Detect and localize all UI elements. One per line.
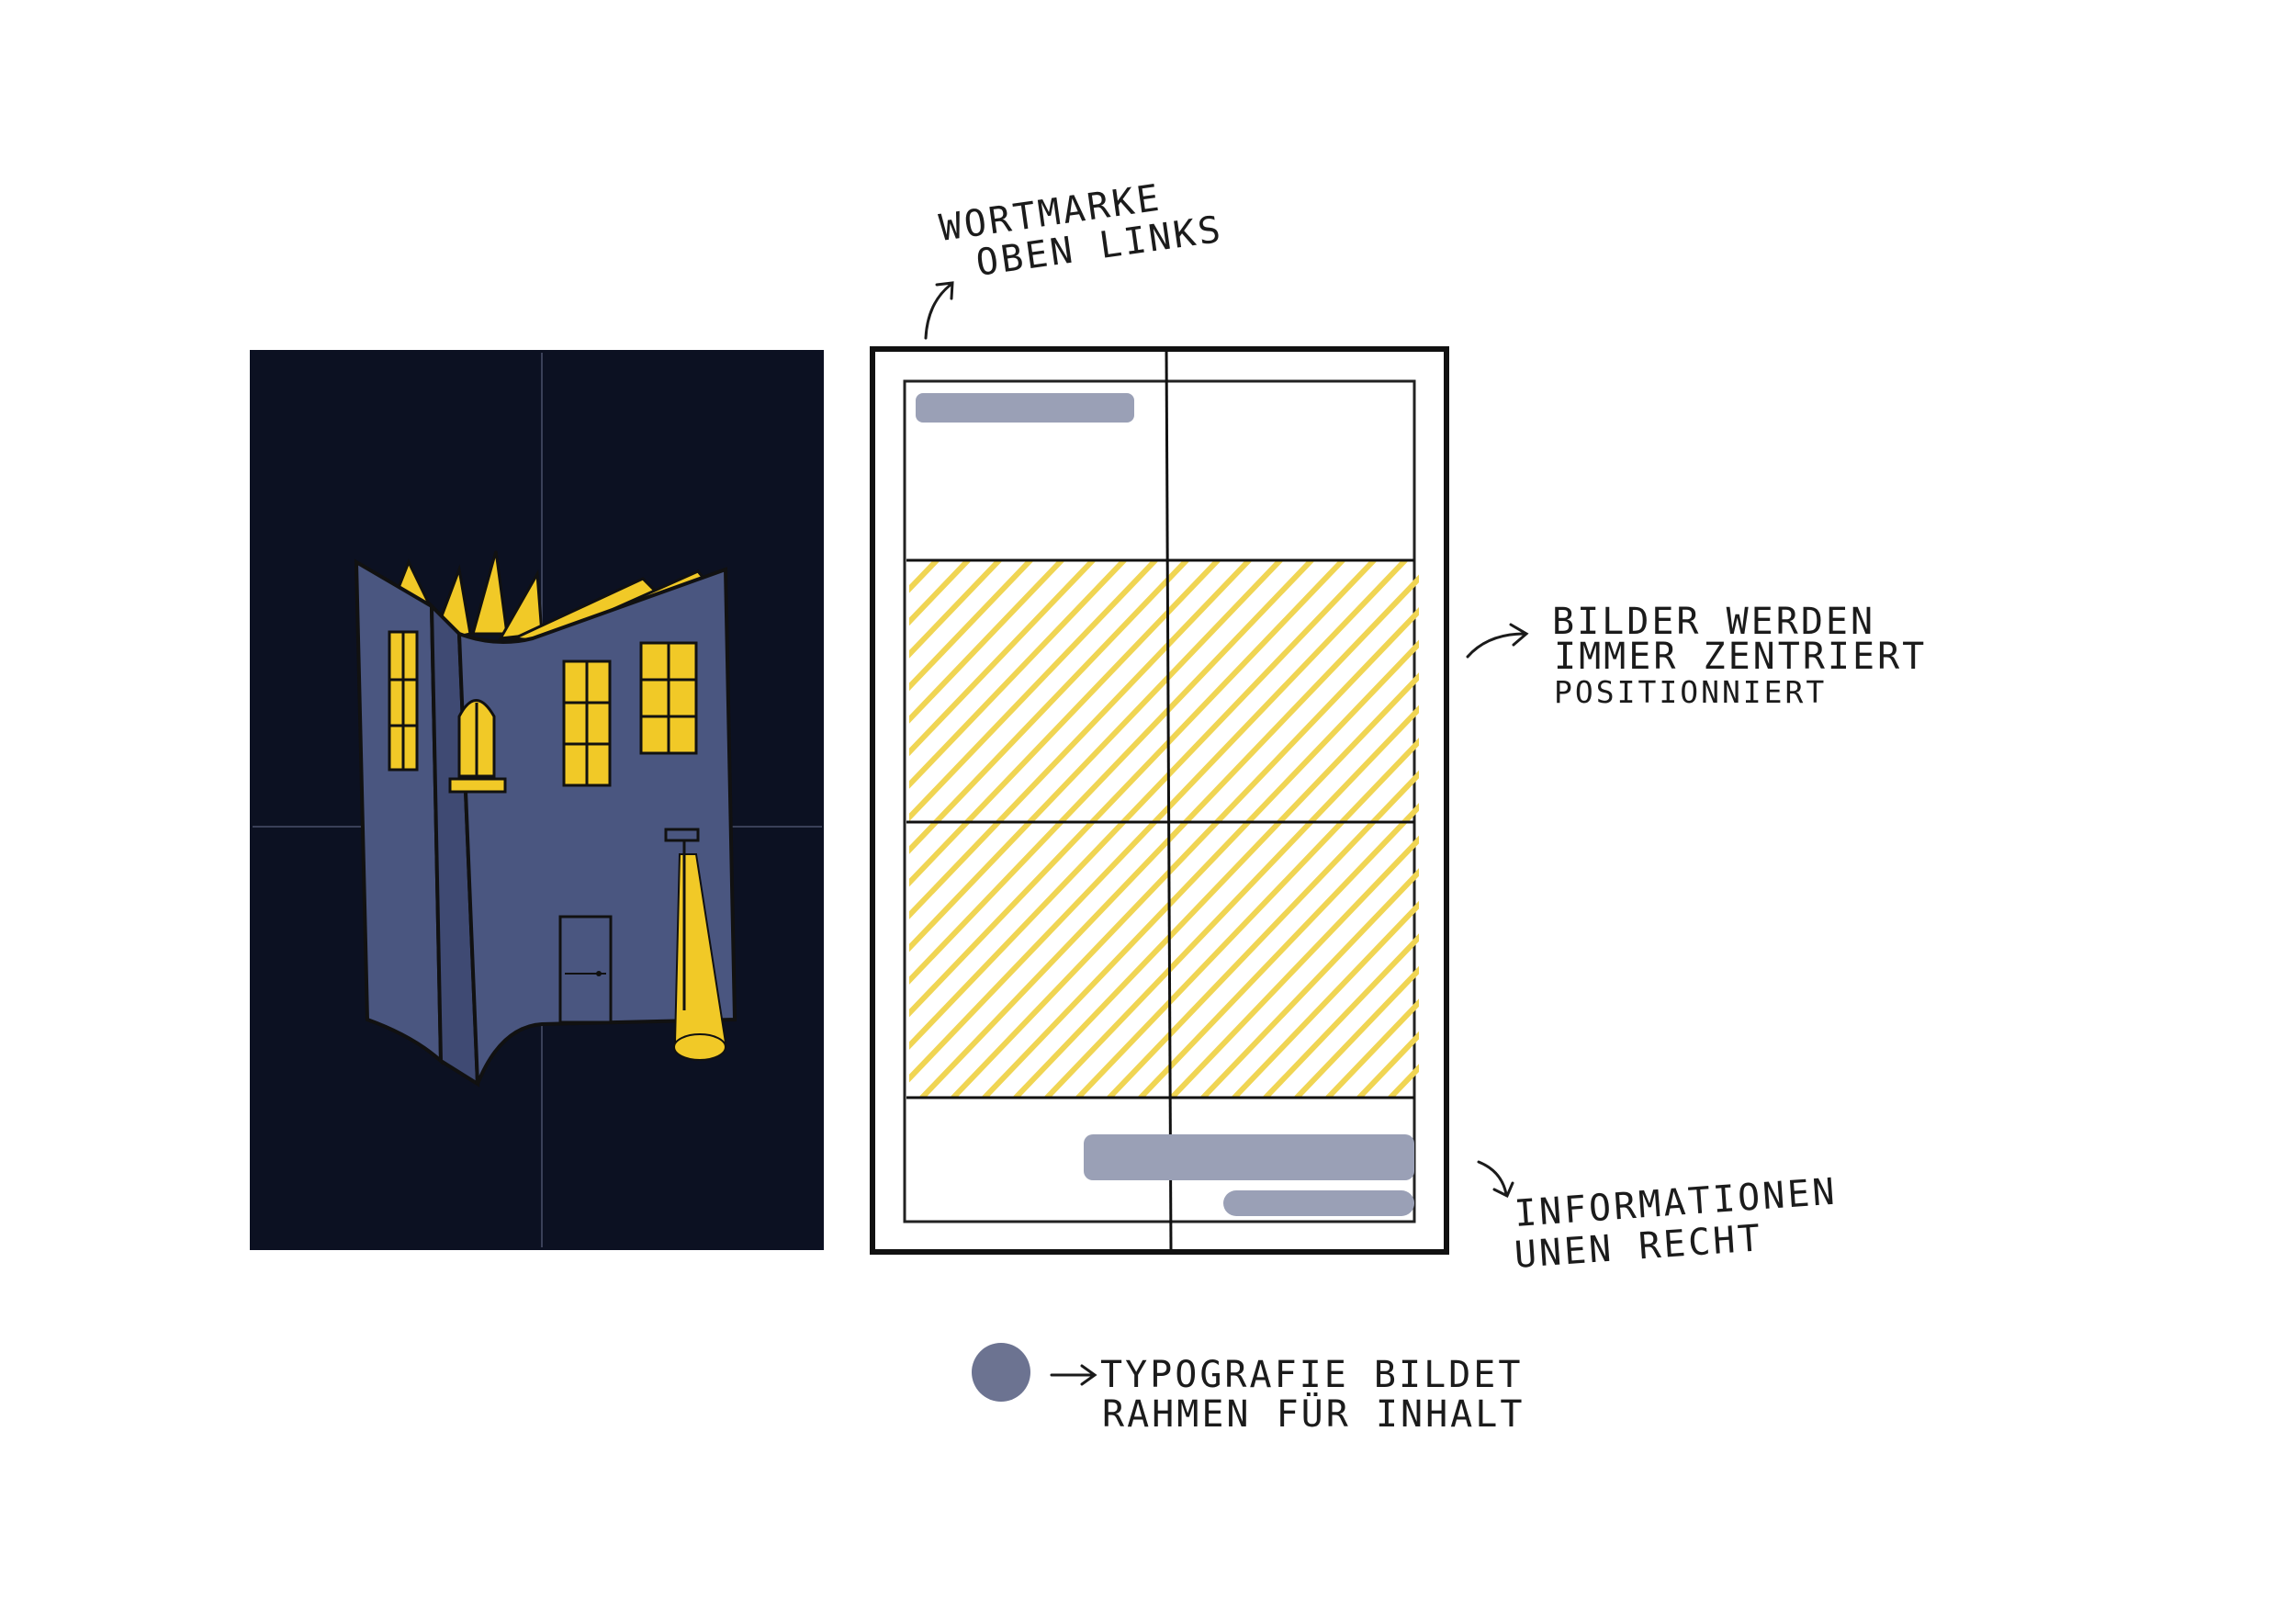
hatch-line bbox=[1013, 672, 1419, 1098]
hatch-line bbox=[909, 560, 1377, 1050]
hatch-line bbox=[909, 560, 1408, 1083]
hatch-line bbox=[1263, 933, 1419, 1098]
legend-dot-icon bbox=[972, 1343, 1030, 1402]
hatch-line bbox=[1044, 704, 1419, 1098]
legend-line2: RAHMEN FÜR INHALT bbox=[1102, 1392, 1525, 1436]
wordmark-placeholder bbox=[916, 393, 1134, 423]
hatch-line bbox=[909, 560, 1002, 659]
hatch-line bbox=[1232, 900, 1419, 1098]
hatch-line bbox=[909, 560, 1189, 854]
hatch-line bbox=[909, 560, 1252, 919]
hatch-line bbox=[909, 560, 1314, 985]
legend: TYPOGRAFIE BILDET RAHMEN FÜR INHALT bbox=[972, 1343, 1525, 1436]
hatch-line bbox=[1294, 965, 1419, 1098]
hatch-line bbox=[919, 574, 1419, 1098]
layout-wireframe bbox=[870, 346, 1449, 1255]
hatch-line bbox=[909, 560, 1221, 887]
hatch-line bbox=[1200, 868, 1419, 1098]
hatch-line bbox=[909, 560, 1064, 724]
wireframe-inner-margin bbox=[903, 379, 1416, 1223]
arrow-images-icon bbox=[1466, 623, 1529, 659]
hatch-line bbox=[1107, 770, 1419, 1098]
annotation-images: BILDER WERDEN IMMER ZENTRIERT POSITIONNI… bbox=[1466, 601, 1927, 710]
hatch-line bbox=[1138, 803, 1419, 1098]
wireframe-outer-frame bbox=[870, 346, 1449, 1255]
hatch-line bbox=[1325, 998, 1419, 1098]
hatch-line bbox=[1075, 738, 1419, 1098]
wireframe-grid-vertical bbox=[1165, 346, 1173, 1252]
poster-illustration bbox=[250, 350, 824, 1250]
book-building-icon bbox=[354, 550, 737, 1088]
annotation-images-line2: IMMER ZENTRIERT bbox=[1554, 636, 1927, 678]
hatch-line bbox=[909, 560, 1158, 822]
arrow-info-icon bbox=[1477, 1160, 1514, 1199]
annotation-images-line1: BILDER WERDEN bbox=[1552, 601, 1875, 643]
hatch-line bbox=[909, 560, 1096, 757]
hatch-line bbox=[909, 560, 1283, 952]
image-area-hatch bbox=[909, 560, 1419, 1098]
hatch-line bbox=[909, 560, 1345, 1018]
annotation-images-line3: POSITIONNIERT bbox=[1554, 674, 1827, 710]
arrow-wordmark-icon bbox=[924, 281, 954, 340]
annotation-info: INFORMATIONEN UNEN RECHT bbox=[1477, 1160, 1839, 1277]
hatch-line bbox=[1169, 835, 1419, 1098]
hatch-line bbox=[909, 560, 1127, 789]
annotation-wordmark: WORTMARKE OBEN LINKS bbox=[924, 176, 1226, 340]
legend-line1: TYPOGRAFIE BILDET bbox=[1100, 1354, 1523, 1396]
info-placeholder-small bbox=[1223, 1190, 1414, 1216]
hatch-line bbox=[909, 560, 1033, 692]
hatch-line bbox=[982, 639, 1419, 1098]
info-placeholder-large bbox=[1084, 1134, 1414, 1180]
hatch-line bbox=[951, 607, 1419, 1098]
arrow-legend-icon bbox=[1050, 1364, 1097, 1386]
